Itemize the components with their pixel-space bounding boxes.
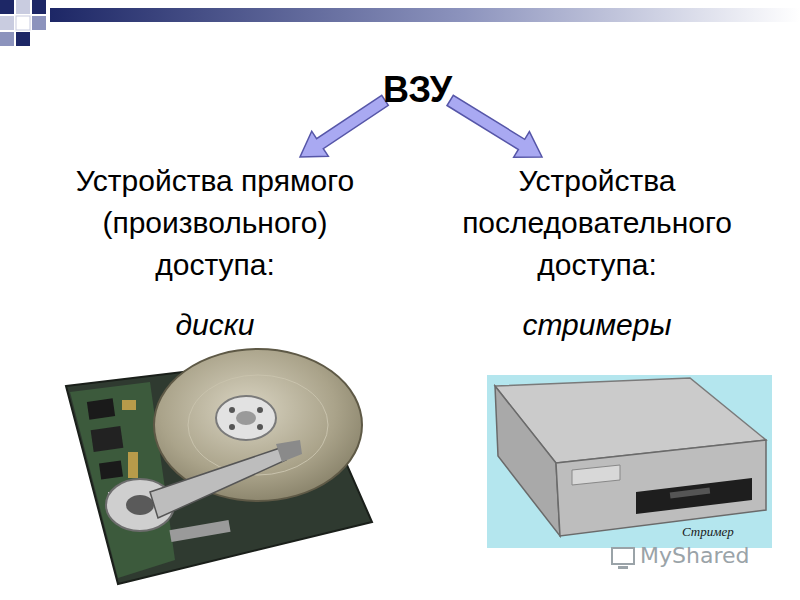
streamer-picture: [487, 375, 772, 548]
category-heading: Устройства прямого (произвольного) досту…: [45, 160, 385, 286]
block-arrow: [447, 95, 542, 157]
picture-caption: Стример: [682, 524, 734, 540]
hard-disk-picture: [66, 349, 372, 584]
category-node: Устройства последовательного доступа: стр…: [422, 160, 772, 346]
category-node: Устройства прямого (произвольного) досту…: [45, 160, 385, 346]
corner-squares: [0, 0, 46, 46]
root-heading: ВЗУ: [383, 68, 452, 111]
arrow-shape: [300, 95, 388, 157]
example-text: стримеры: [422, 304, 772, 346]
category-heading: Устройства последовательного доступа:: [422, 160, 772, 286]
block-arrow: [300, 95, 388, 157]
title-bar: [50, 8, 800, 22]
watermark-text: MyShared: [640, 543, 749, 568]
example-text: диски: [45, 304, 385, 346]
watermark-icon: [612, 548, 634, 569]
root-node: ВЗУ: [383, 68, 452, 111]
arrow-shape: [447, 95, 542, 157]
